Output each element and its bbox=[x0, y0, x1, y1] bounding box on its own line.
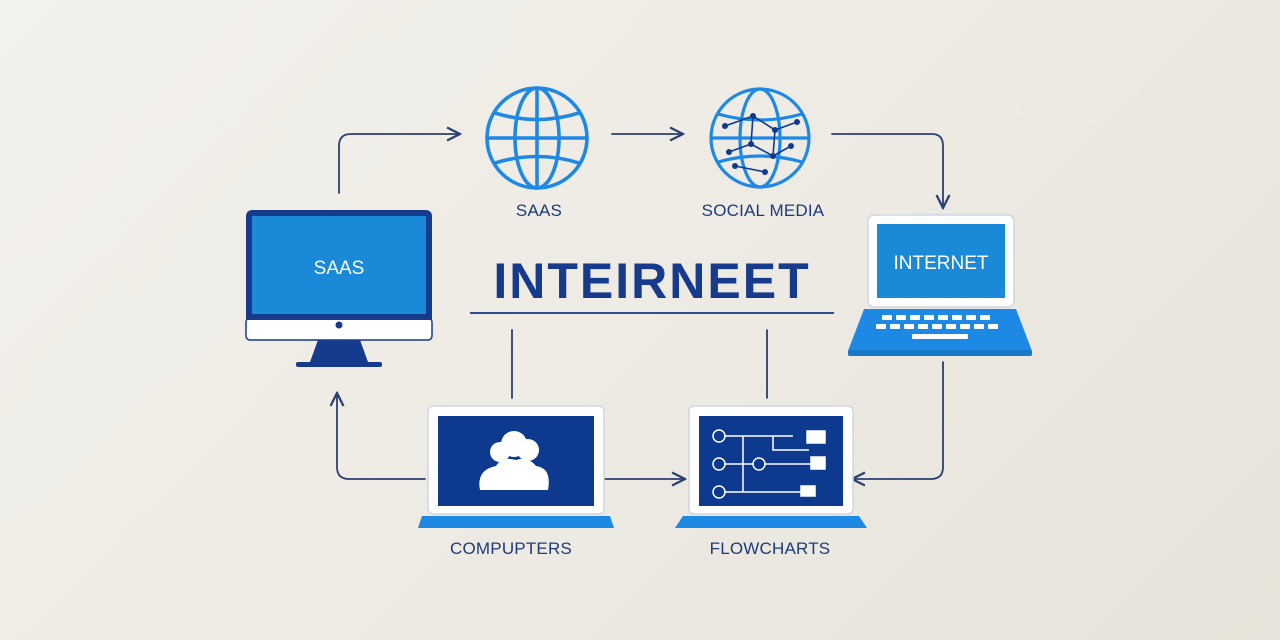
computers-laptop bbox=[418, 405, 614, 528]
arrow-laptop-to-flowcharts bbox=[852, 361, 944, 479]
title-divider bbox=[470, 312, 834, 314]
desktop-monitor-icon: SAAS bbox=[245, 210, 433, 367]
arrow-social-media-to-laptop bbox=[831, 133, 943, 208]
network-globe-icon bbox=[709, 87, 811, 189]
computers-label: COMPUPTERS bbox=[450, 539, 572, 558]
globe-icon bbox=[485, 86, 589, 190]
users-cloud-icon bbox=[479, 431, 549, 490]
flowcharts-laptop bbox=[675, 405, 867, 528]
diagram-title: INTEIRNEET bbox=[493, 253, 811, 309]
laptop-icon: INTERNET bbox=[848, 214, 1032, 356]
flowcharts-label: FLOWCHARTS bbox=[709, 539, 831, 558]
internet-laptop-screen-text: INTERNET bbox=[894, 253, 989, 274]
saas-globe-label: SAAS bbox=[515, 201, 563, 220]
arrow-computers-to-desktop bbox=[337, 393, 426, 480]
saas-desktop-screen-text: SAAS bbox=[314, 258, 365, 279]
social-media-label: SOCIAL MEDIA bbox=[701, 201, 825, 220]
arrow-desktop-to-saas-globe bbox=[338, 134, 460, 194]
flowchart-icon bbox=[712, 429, 826, 499]
